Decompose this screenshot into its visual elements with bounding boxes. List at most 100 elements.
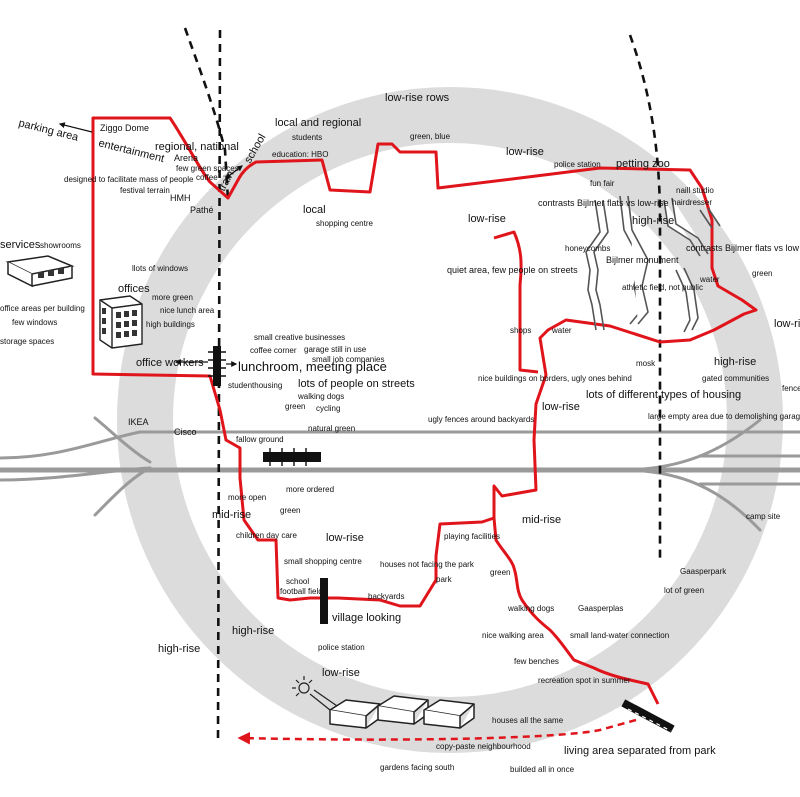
label-fun-fair: fun fair [590,179,615,188]
label-offices: offices [118,283,150,295]
label-low-rise-1: low-rise [506,146,544,158]
label-festival-terrain: festival terrain [120,186,170,195]
label-copy-paste: copy-paste neighbourhood [436,742,531,751]
label-contrasts-1: contrasts Bijlmer flats vs low-rise [538,198,669,208]
crossing-marker-south [621,699,675,733]
arrows [58,122,243,367]
label-lot-of-green: lot of green [664,586,704,595]
sun-icon [292,676,341,711]
label-small-job: small job companies [312,355,384,364]
crossing-marker-highway [263,448,321,466]
label-coffee-corner: coffee corner [250,346,297,355]
label-studenthousing: studenthousing [228,381,282,390]
label-contrasts-2: contrasts Bijlmer flats vs low [686,243,800,253]
label-high-rise-4: high-rise [158,643,200,655]
label-garage-still: garage still in use [304,345,367,354]
label-mid-rise-1: mid-rise [212,509,251,521]
showroom-icon [5,255,75,288]
label-fallow-ground: fallow ground [236,435,284,444]
label-police-station-1: police station [554,160,601,169]
label-water-1: water [699,275,720,284]
label-police-station-2: police station [318,643,365,652]
label-few-benches: few benches [514,657,559,666]
label-natural-green: natural green [308,424,355,433]
label-gaasperplas: Gaasperplas [578,604,623,613]
label-shopping-centre: shopping centre [316,219,373,228]
label-regional-national: regional, national [155,141,239,153]
label-school-bottom: school [286,577,309,586]
label-coffee: coffee [196,173,218,182]
label-lots-of-people: lots of people on streets [298,378,415,390]
label-backyards: backyards [368,592,404,601]
crossing-marker-village [320,578,328,624]
label-village-looking: village looking [332,612,401,624]
label-office-areas: office areas per building [0,304,85,313]
label-naill-studio: naill studio [676,186,714,195]
label-low-rise-5: low-rise [326,532,364,544]
label-green-3: green [280,506,300,515]
label-green-1: green [752,269,772,278]
label-ikea: IKEA [128,417,149,427]
label-cisco: Cisco [174,427,197,437]
bijlmer-flats-icon [585,195,721,333]
highway [0,416,800,532]
label-gardens-facing-south: gardens facing south [380,763,454,772]
label-green-2: green [285,402,305,411]
label-few-green-spaces: few green spaces [176,164,239,173]
office-building-icon [99,295,143,349]
label-fence: fence [782,384,800,393]
label-walking-dogs-1: walking dogs [297,392,344,401]
label-large-empty: large empty area due to demolishing gara… [648,412,800,421]
label-education-hbo: education: HBO [272,150,328,159]
label-walking-dogs-2: walking dogs [507,604,554,613]
label-bijlmer-monument: Bijlmer monument [606,255,679,265]
label-designed: designed to facilitate mass of people [64,175,194,184]
label-small-land-water: small land-water connection [570,631,669,640]
label-arena: Arena [174,153,198,163]
label-cycling: cycling [316,404,340,413]
label-gated-communities: gated communities [702,374,769,383]
label-camp-site: camp site [746,512,781,521]
label-low-rise-4: low-rise [542,401,580,413]
label-pathe: Pathé [190,205,214,215]
crossing-marker-lunch [208,346,226,386]
label-more-ordered: more ordered [286,485,334,494]
label-showrooms: showrooms [40,241,81,250]
label-students: students [292,133,322,142]
label-low-rise-rows: low-rise rows [385,92,450,104]
label-high-buildings: high buildings [146,320,195,329]
label-living-area: living area separated from park [564,745,716,757]
label-parking-area: parking area [17,117,80,144]
label-water-2: water [551,326,572,335]
label-green-4: green [490,568,510,577]
label-houses-all-same: houses all the same [492,716,564,725]
row-houses-icon [329,695,475,729]
label-petting-zoo: petting zoo [616,158,670,170]
label-nice-lunch-area: nice lunch area [160,306,215,315]
label-services: services [0,239,41,251]
label-recreation-spot: recreation spot in summer [538,676,631,685]
label-mosk: mosk [636,359,656,368]
label-playing-facilities: playing facilities [444,532,500,541]
label-mid-rise-2: mid-rise [522,514,561,526]
walking-route-inner [493,230,539,374]
label-low-rise-3: low-rise [774,318,800,330]
label-nice-walking-area: nice walking area [482,631,544,640]
label-green-blue: green, blue [410,132,451,141]
label-office-workers: office workers [136,357,204,369]
label-builded-all-in-once: builded all in once [510,765,575,774]
label-llots-of-windows: llots of windows [132,264,188,273]
label-low-rise-6: low-rise [322,667,360,679]
label-few-windows: few windows [12,318,57,327]
label-small-shopping-centre: small shopping centre [284,557,362,566]
label-more-green-1: more green [152,293,193,302]
label-houses-not-facing: houses not facing the park [380,560,475,569]
label-children-day-care: children day care [236,531,297,540]
label-gaasperpark: Gaasperpark [680,567,727,576]
label-hmh: HMH [170,193,191,203]
label-storage-spaces: storage spaces [0,337,54,346]
label-more-open: more open [228,493,266,502]
label-low-rise-2: low-rise [468,213,506,225]
label-high-rise-1: high-rise [632,215,674,227]
walking-route-south [492,517,660,705]
